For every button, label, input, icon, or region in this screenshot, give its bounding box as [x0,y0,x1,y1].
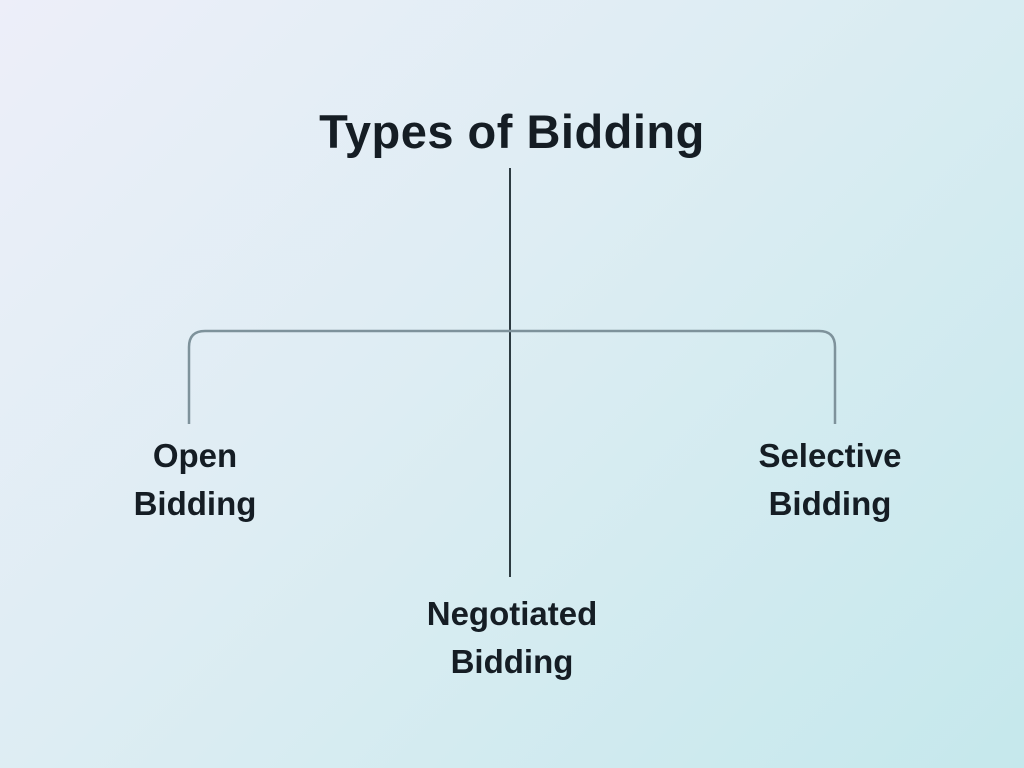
node-open-bidding: Open Bidding [75,432,315,528]
diagram-title: Types of Bidding [319,105,705,158]
node-negotiated-bidding: Negotiated Bidding [382,590,642,686]
node-open-bidding-line2: Bidding [133,485,257,522]
node-negotiated-bidding-line1: Negotiated [426,595,598,632]
branch-bracket-line [187,329,837,424]
node-selective-bidding-line2: Bidding [768,485,892,522]
node-selective-bidding: Selective Bidding [710,432,950,528]
node-selective-bidding-line1: Selective [758,437,902,474]
node-negotiated-bidding-line2: Bidding [450,643,574,680]
node-open-bidding-line1: Open [152,437,238,474]
